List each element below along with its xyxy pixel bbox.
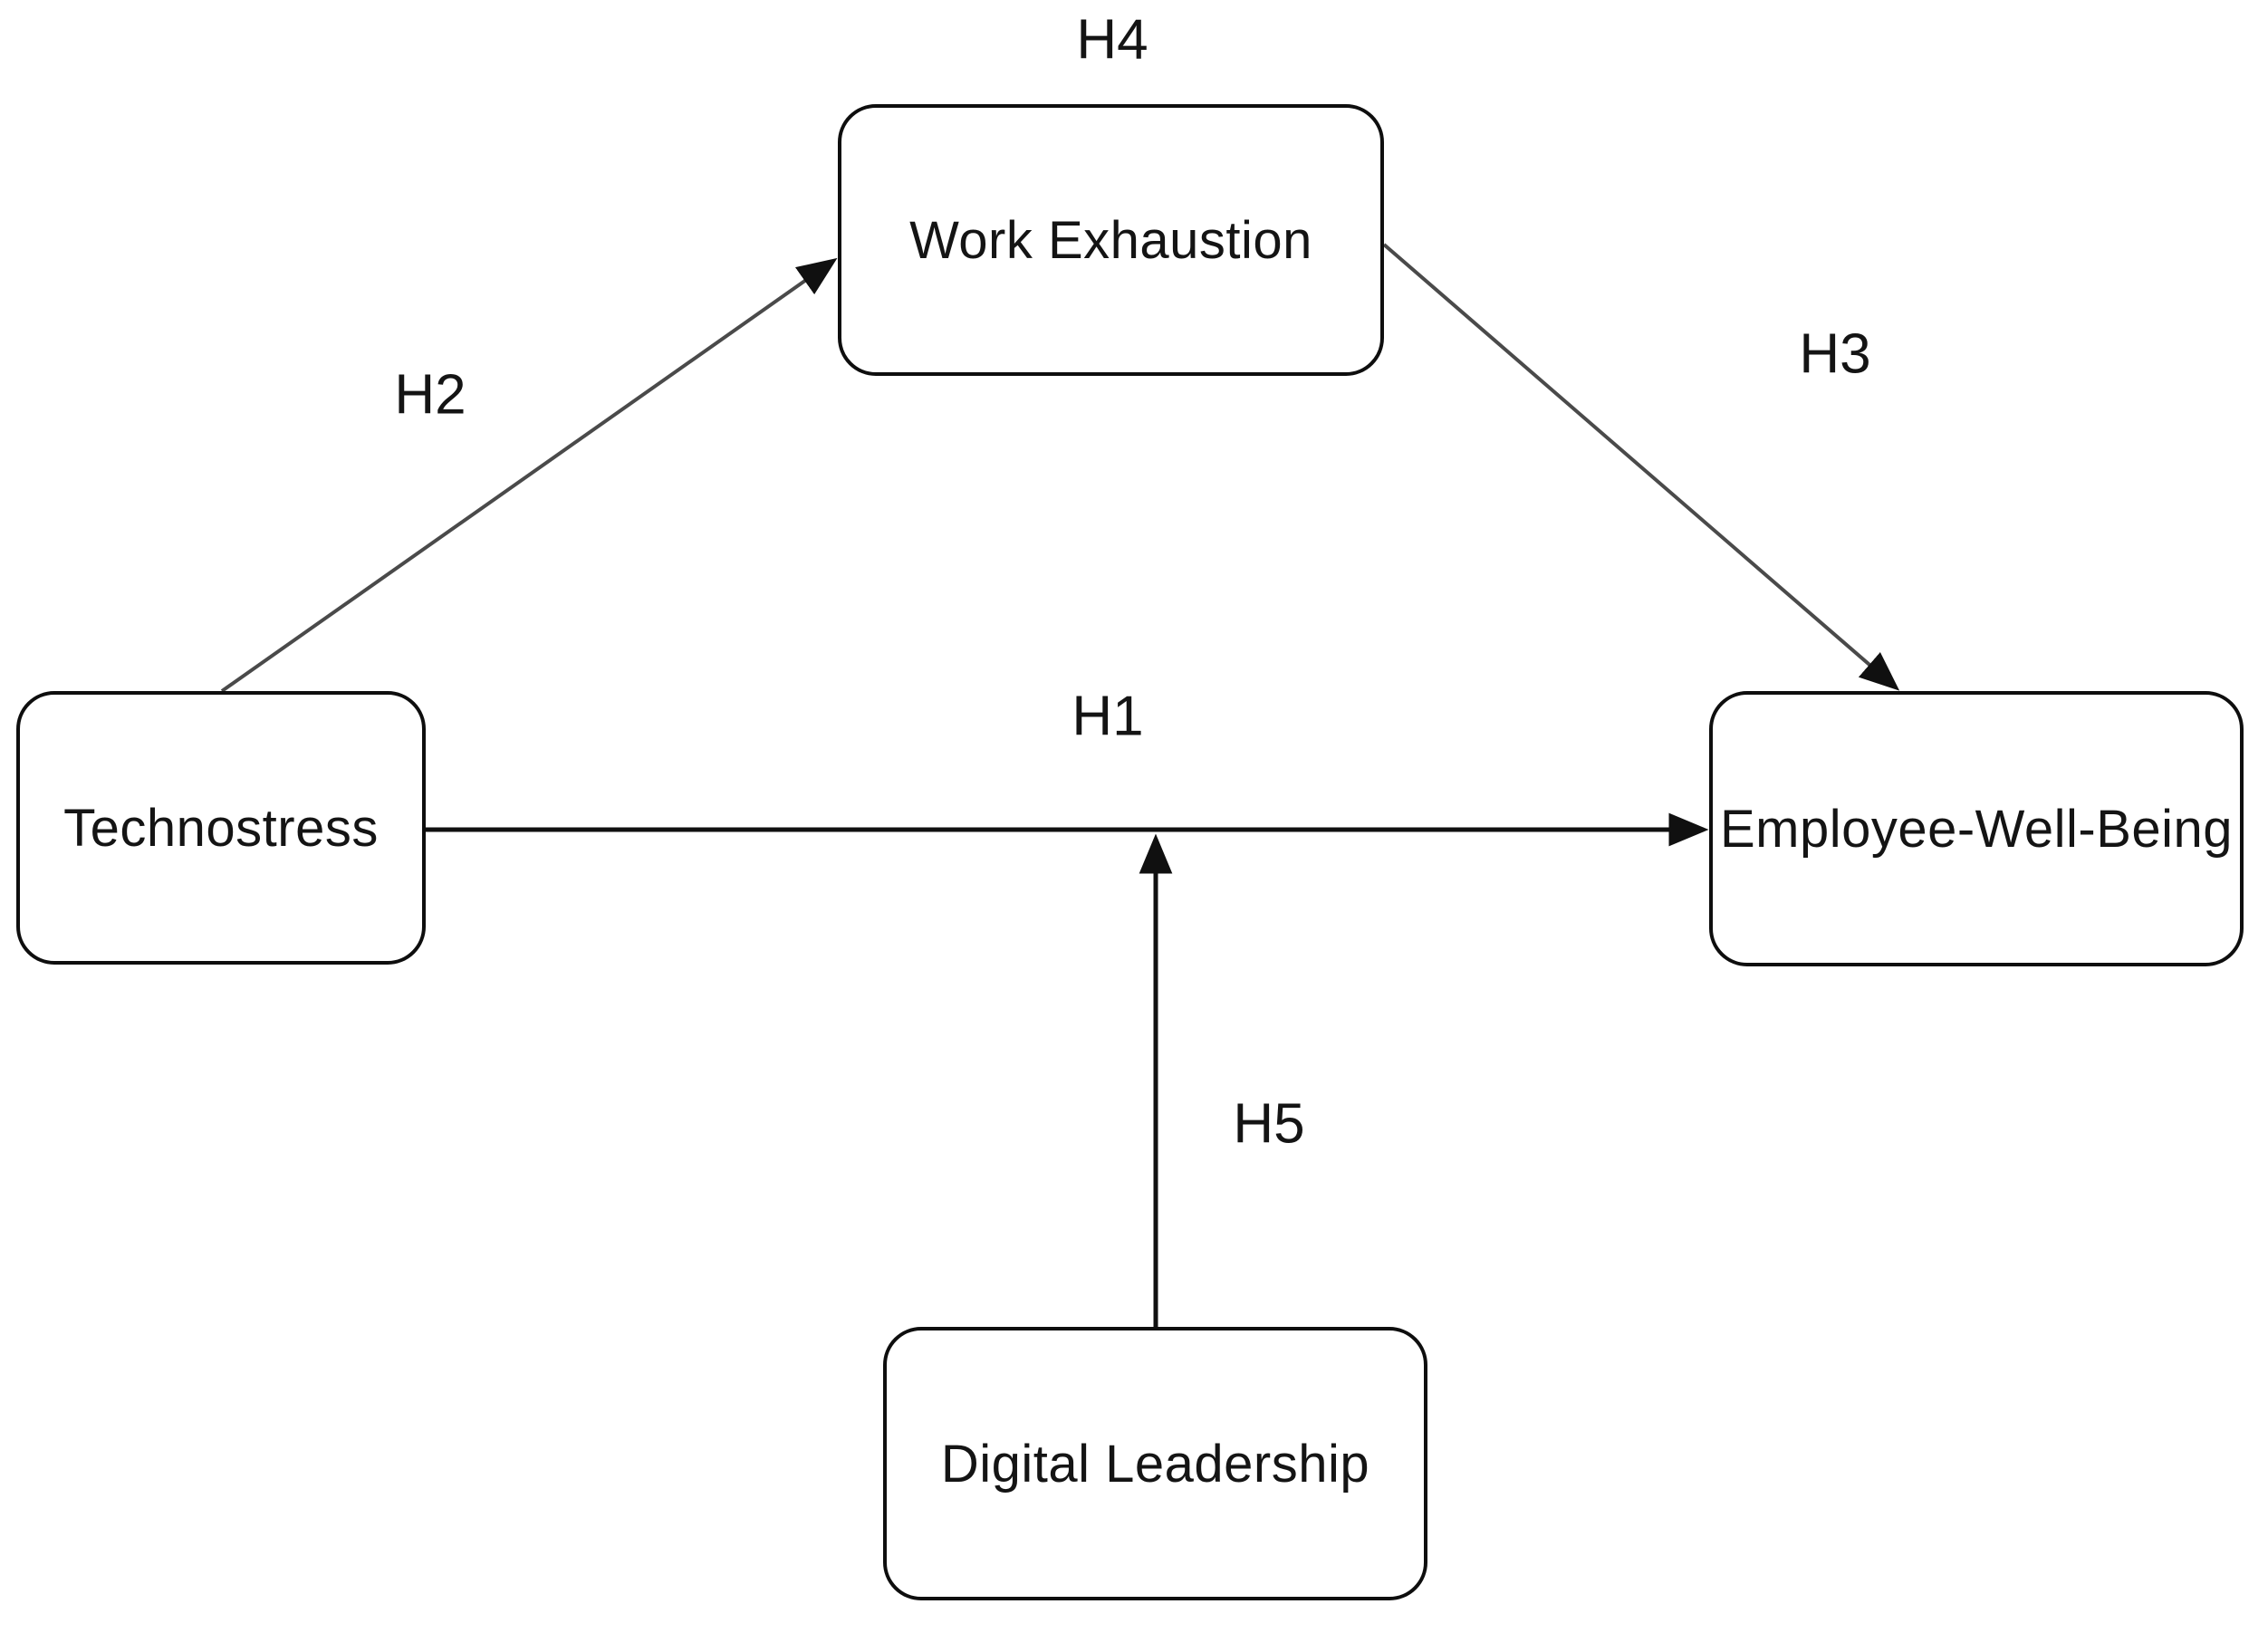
- edge-label-h2: H2: [394, 363, 466, 427]
- edge-label-h4: H4: [1076, 8, 1148, 72]
- node-work-exhaustion-label: Work Exhaustion: [909, 210, 1312, 270]
- node-work-exhaustion: Work Exhaustion: [838, 104, 1384, 376]
- node-digital-leadership-label: Digital Leadership: [940, 1434, 1370, 1494]
- node-digital-leadership: Digital Leadership: [883, 1327, 1427, 1600]
- edge-label-h1: H1: [1072, 685, 1144, 748]
- node-employee-well-being-label: Employee-Well-Being: [1719, 799, 2234, 859]
- edge-h2-arrow: [220, 257, 838, 693]
- node-employee-well-being: Employee-Well-Being: [1709, 691, 2244, 966]
- edge-label-h3: H3: [1799, 322, 1871, 386]
- node-technostress-label: Technostress: [63, 798, 379, 858]
- edge-h3-arrow: [1382, 243, 1900, 691]
- node-technostress: Technostress: [16, 691, 426, 965]
- edge-label-h5: H5: [1233, 1092, 1305, 1156]
